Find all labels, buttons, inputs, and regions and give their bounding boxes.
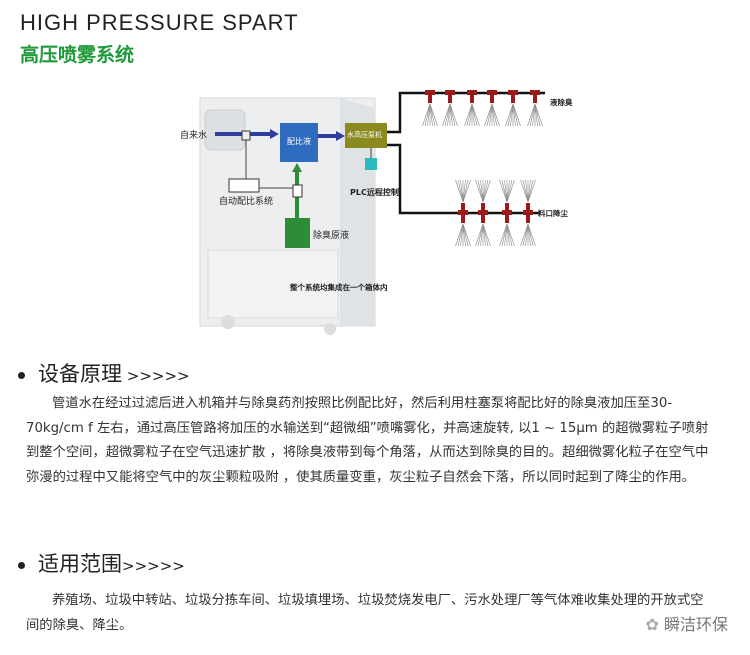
section-arrows: >>>>> <box>122 557 185 575</box>
bullet-icon <box>18 371 25 379</box>
wechat-icon: ✿ <box>645 615 664 634</box>
watermark-text: 瞬洁环保 <box>663 615 728 634</box>
nozzle <box>508 90 518 95</box>
label-deodorant: 除臭原液 <box>313 231 350 241</box>
scope-paragraph: 养殖场、垃圾中转站、垃圾分拣车间、垃圾填埋场、垃圾焚烧发电厂、污水处理厂等气体难… <box>26 589 716 638</box>
deodorant-box <box>285 218 310 248</box>
nozzle <box>530 90 540 95</box>
top-nozzles <box>422 90 543 127</box>
nozzle <box>425 90 435 95</box>
title-cn: 高压喷雾系统 <box>20 44 135 66</box>
label-auto-ratio: 自动配比系统 <box>219 197 274 207</box>
principle-text: 管道水在经过过滤后进入机箱并与除臭药剂按照比例配比好，然后利用柱塞泵将配比好的除… <box>26 396 709 485</box>
section-scope-heading: 适用范围>>>>> <box>18 548 185 578</box>
section-title: 适用范围 <box>38 552 122 576</box>
label-integrated: 整个系统均集成在一个箱体内 <box>290 283 388 292</box>
diagram-graphics <box>199 90 545 335</box>
title-en: HIGH PRESSURE SPART <box>20 10 299 35</box>
plc-box <box>365 158 377 170</box>
section-arrows: >>>>> <box>122 367 190 385</box>
label-pump: 水高压泵机 <box>347 131 382 139</box>
section-title: 设备原理 <box>38 362 122 386</box>
watermark: ✿ 瞬洁环保 <box>645 611 728 635</box>
label-plc: PLC远程控制 <box>350 188 399 197</box>
label-branch-bottom: 料口降尘 <box>538 209 568 218</box>
label-ratio-liquid: 配比液 <box>287 137 311 146</box>
bullet-icon <box>18 561 25 569</box>
pump-box <box>345 123 387 148</box>
nozzle <box>445 90 455 95</box>
section-principle-heading: 设备原理 >>>>> <box>18 358 190 388</box>
label-branch-top: 液除臭 <box>550 98 573 107</box>
ratio-liquid-box <box>280 123 318 162</box>
label-tap-water: 自来水 <box>180 131 208 141</box>
scope-text: 养殖场、垃圾中转站、垃圾分拣车间、垃圾填埋场、垃圾焚烧发电厂、污水处理厂等气体难… <box>26 593 704 633</box>
bottom-nozzles <box>455 179 536 247</box>
nozzle <box>467 90 477 95</box>
nozzle <box>487 90 497 95</box>
principle-paragraph: 管道水在经过过滤后进入机箱并与除臭药剂按照比例配比好，然后利用柱塞泵将配比好的除… <box>26 392 716 490</box>
